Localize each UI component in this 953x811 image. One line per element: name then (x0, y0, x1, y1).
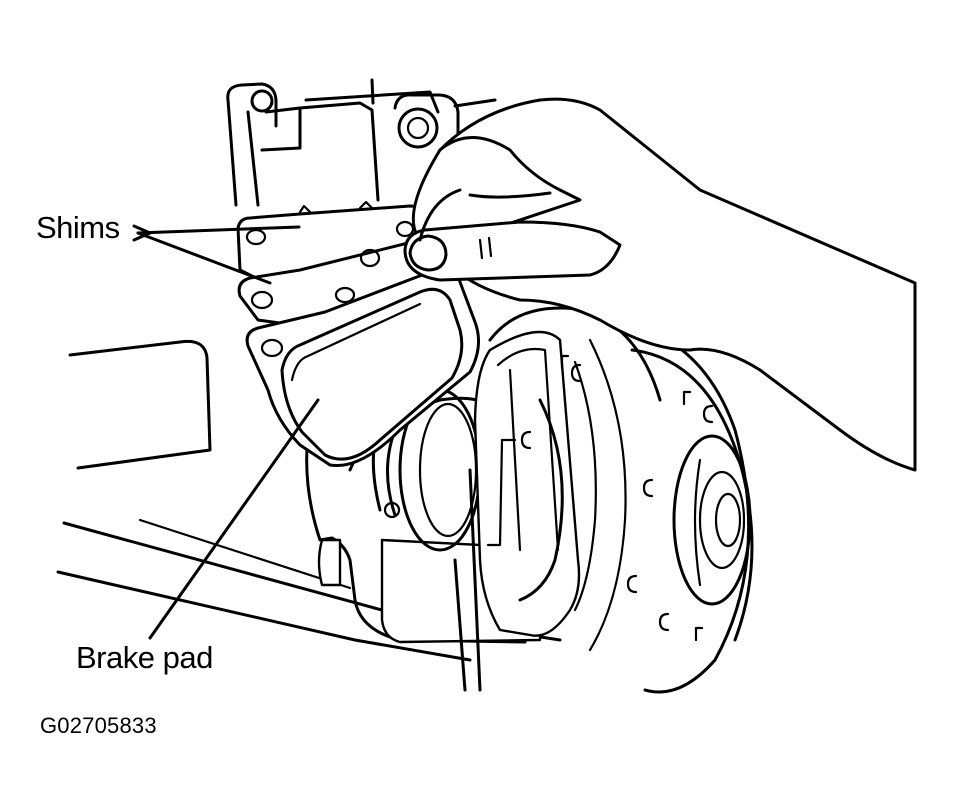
shims-leader-arrow (132, 224, 152, 242)
leader-lines (132, 224, 320, 640)
caliper-bracket (226, 78, 497, 207)
shims-leader-upper (136, 225, 301, 235)
figure-code: G02705833 (40, 713, 157, 738)
brake-pad-leader (148, 398, 320, 640)
shims-label: Shims (36, 210, 120, 245)
shims-leader-lower (136, 231, 272, 285)
shim-stack (236, 200, 481, 468)
rotor-vent-marks (520, 354, 714, 642)
fingers (403, 136, 622, 282)
brake-pad-label: Brake pad (76, 640, 213, 675)
